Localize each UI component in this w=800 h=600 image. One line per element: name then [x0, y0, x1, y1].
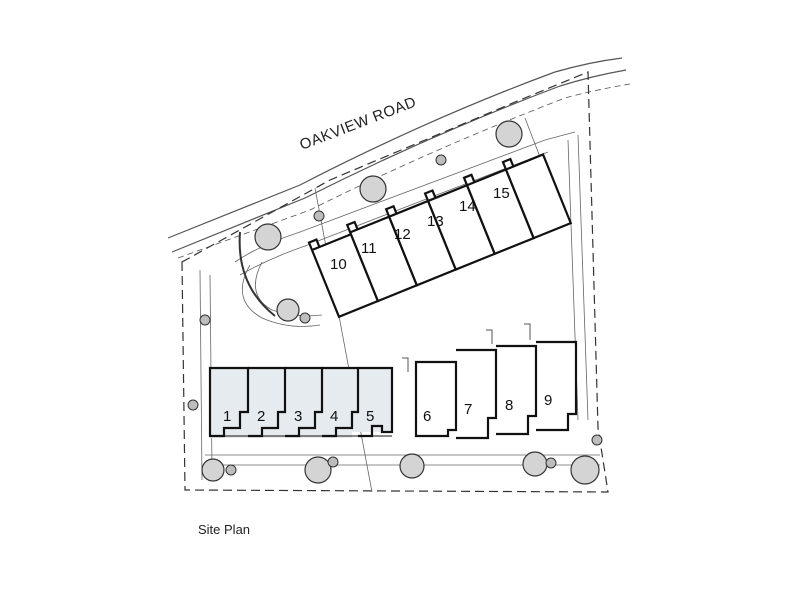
unit-label: 13 [427, 213, 444, 230]
marker-1 [486, 329, 493, 344]
north-building-row [307, 153, 573, 319]
unit-9-outline [536, 340, 578, 432]
tree-icon [304, 456, 332, 484]
unit-6-outline [414, 360, 458, 438]
tree-icon [201, 458, 225, 482]
tree-icon [522, 451, 548, 477]
shrub-icon [591, 434, 603, 446]
site-plan-caption: Site Plan [198, 522, 251, 537]
unit-7-outline [456, 348, 498, 440]
unit-3-outline [285, 366, 324, 438]
unit-label: 9 [544, 392, 552, 409]
curved-wall-icon [238, 231, 276, 317]
unit-label: 8 [505, 397, 513, 414]
unit-label: 10 [330, 256, 347, 273]
unit-label: 7 [464, 401, 472, 418]
unit-4-outline [322, 366, 360, 438]
east-building-block [414, 340, 578, 440]
west-block-fill [210, 368, 392, 438]
tree-icon [495, 120, 523, 148]
shrub-icon [187, 399, 199, 411]
road-centerline [177, 83, 631, 259]
tree-icon [399, 453, 425, 479]
shrub-icon [299, 312, 311, 324]
road-curb-south [171, 69, 627, 253]
tree-icon [359, 175, 387, 203]
tree-icon [254, 223, 282, 251]
shrub-icon [313, 210, 325, 222]
unit-labels: 10 11 12 13 14 15 1 2 3 4 5 6 7 8 9 [223, 185, 552, 425]
unit-label: 12 [394, 226, 411, 243]
unit-label: 14 [459, 198, 476, 215]
oakview-road [167, 57, 631, 259]
unit-label: 2 [257, 408, 265, 425]
road-name-label: OAKVIEW ROAD [297, 94, 418, 154]
road-curb-north [167, 57, 623, 239]
unit-2-outline [248, 366, 287, 438]
unit-label: 4 [330, 408, 338, 425]
east-drive-edge-2 [577, 134, 589, 421]
shrub-icon [545, 457, 557, 469]
trees [201, 120, 600, 485]
unit-label: 5 [366, 408, 374, 425]
curved-drive [242, 264, 321, 327]
west-drive-edge [199, 269, 203, 481]
parking-markers [402, 323, 531, 372]
property-boundary [181, 71, 609, 493]
tree-icon [570, 455, 600, 485]
unit-label: 15 [493, 185, 510, 202]
west-building-block [208, 366, 394, 438]
unit-label: 6 [423, 408, 431, 425]
shrub-icon [199, 314, 211, 326]
unit-8-outline [496, 344, 538, 436]
tree-icon [276, 298, 300, 322]
unit-label: 1 [223, 408, 231, 425]
marker-3 [402, 357, 409, 372]
central-line [314, 187, 373, 493]
shrubs [187, 154, 603, 476]
marker-2 [524, 323, 531, 340]
unit-15 [501, 153, 573, 240]
unit-label: 3 [294, 408, 302, 425]
unit-label: 11 [361, 240, 377, 257]
shrub-icon [225, 464, 237, 476]
shrub-icon [327, 456, 339, 468]
unit-15-outline [501, 153, 573, 240]
shrub-icon [435, 154, 447, 166]
unit-5-outline [358, 366, 394, 438]
